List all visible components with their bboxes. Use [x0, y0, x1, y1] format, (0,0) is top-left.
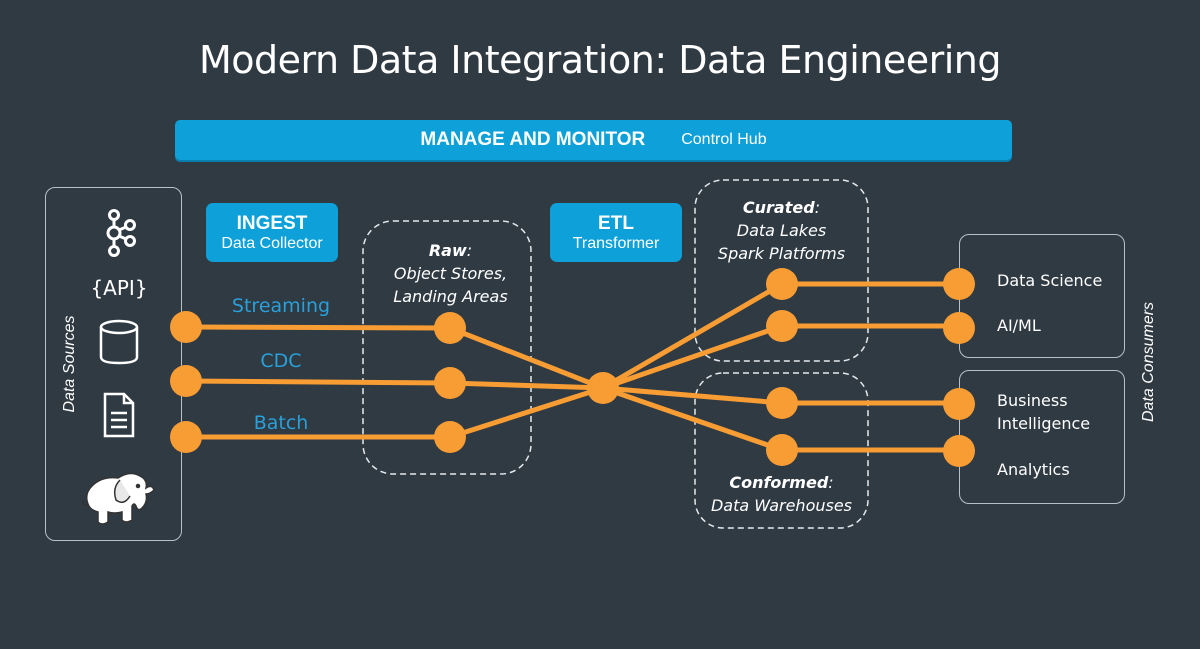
etl-stage-box: ETL Transformer	[550, 203, 682, 262]
node-consumer-bi	[943, 388, 975, 420]
node-source-streaming	[170, 311, 202, 343]
ingest-sublabel: Data Collector	[221, 234, 323, 252]
data-sources-box	[45, 187, 182, 541]
flow-label-cdc: CDC	[260, 350, 302, 372]
node-raw-batch	[434, 421, 466, 453]
consumer-bi-line-1: Business	[997, 391, 1068, 410]
node-consumer-ai-ml	[943, 312, 975, 344]
flow-line-raw3-etl	[447, 385, 606, 440]
node-conformed-1	[766, 387, 798, 419]
consumer-data-science: Data Science	[997, 271, 1103, 290]
ingest-label: INGEST	[236, 212, 308, 234]
consumer-bi-line-2: Intelligence	[997, 414, 1091, 433]
flow-line-streaming	[183, 324, 453, 331]
page-title: Modern Data Integration: Data Engineerin…	[198, 38, 1002, 82]
node-etl	[587, 372, 619, 404]
zone-conformed-label: Conformed: Data Warehouses	[688, 471, 875, 517]
zone-raw-title: Raw	[428, 241, 467, 260]
node-raw-streaming	[434, 312, 466, 344]
node-consumer-analytics	[943, 435, 975, 467]
ingest-stage-box: INGEST Data Collector	[206, 203, 338, 262]
flow-label-batch: Batch	[253, 412, 309, 434]
flow-line-etl-conformed1	[600, 385, 785, 406]
hadoop-elephant-icon	[82, 472, 155, 525]
zone-curated-line-1: Data Lakes	[736, 221, 827, 240]
node-consumer-data-science	[943, 268, 975, 300]
zone-conformed-title: Conformed	[729, 473, 829, 492]
manage-bar-sublabel: Control Hub	[681, 131, 767, 148]
zone-raw-label: Raw: Object Stores, Landing Areas	[363, 239, 538, 308]
node-raw-cdc	[434, 367, 466, 399]
flow-line-etl-curated2	[600, 323, 785, 391]
node-source-batch	[170, 421, 202, 453]
flow-line-etl-curated1	[600, 281, 785, 391]
database-icon	[99, 319, 139, 365]
consumer-analytics: Analytics	[997, 460, 1070, 479]
manage-bar-label: MANAGE AND MONITOR	[420, 129, 646, 150]
etl-label: ETL	[598, 212, 634, 234]
zone-raw-border	[362, 220, 532, 475]
consumer-ai-ml: AI/ML	[997, 316, 1041, 335]
flow-line-etl-conformed2	[600, 385, 785, 453]
api-icon: {API}	[90, 276, 148, 300]
zone-curated-label: Curated: Data Lakes Spark Platforms	[688, 196, 875, 265]
flow-line-cdc	[183, 378, 453, 386]
kafka-icon	[106, 209, 136, 257]
node-conformed-2	[766, 434, 798, 466]
zone-raw-line-2: Landing Areas	[393, 287, 508, 306]
flow-line-raw2-etl	[447, 380, 606, 391]
manage-and-monitor-bar: MANAGE AND MONITOR Control Hub	[175, 120, 1012, 160]
document-icon	[103, 392, 135, 438]
etl-sublabel: Transformer	[572, 234, 660, 252]
zone-curated-line-2: Spark Platforms	[717, 244, 846, 263]
flow-line-raw1-etl	[447, 325, 606, 391]
zone-curated-border	[694, 179, 869, 362]
node-curated-2	[766, 310, 798, 342]
zone-conformed-line-1: Data Warehouses	[710, 496, 853, 515]
node-curated-1	[766, 268, 798, 300]
zone-curated-title: Curated	[742, 198, 815, 217]
node-source-cdc	[170, 365, 202, 397]
zone-raw-line-1: Object Stores,	[393, 264, 508, 283]
flow-label-streaming: Streaming	[231, 295, 331, 317]
consumer-business-intelligence: Business Intelligence	[997, 389, 1090, 435]
